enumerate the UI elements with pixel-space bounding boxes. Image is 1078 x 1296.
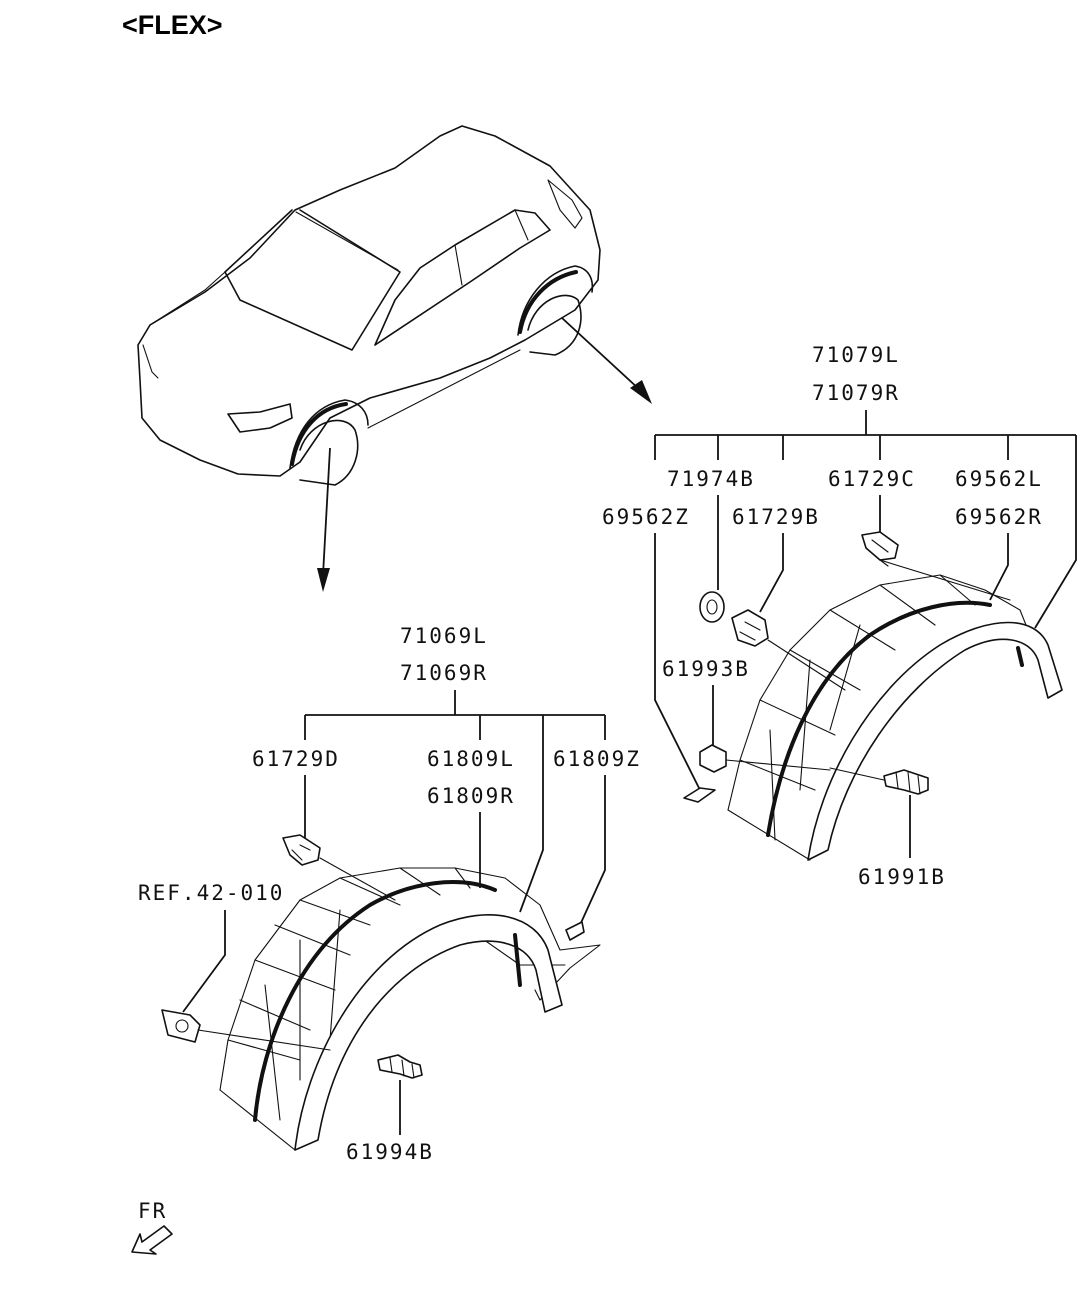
label-71079L: 71079L: [812, 343, 900, 367]
clip-61809Z: [565, 921, 585, 941]
label-61994B: 61994B: [346, 1140, 434, 1164]
label-61729B: 61729B: [732, 505, 820, 529]
front-arrow: [317, 447, 331, 592]
label-71079R: 71079R: [812, 381, 900, 405]
rear-arrow: [561, 317, 652, 404]
label-61809R: 61809R: [427, 784, 515, 808]
label-61991B: 61991B: [858, 865, 946, 889]
fr-label: FR: [138, 1199, 167, 1223]
label-ref-42-010: REF.42-010: [138, 881, 284, 905]
nut-ref-42-010: [161, 1009, 201, 1043]
diagram-title: <FLEX>: [122, 10, 223, 40]
label-61729C: 61729C: [828, 467, 916, 491]
fr-direction-arrow: [131, 1225, 173, 1255]
screw-61991B: [883, 769, 929, 795]
screw-61994B: [377, 1054, 423, 1079]
clip-61729B: [731, 609, 769, 647]
front-bracket: [304, 690, 606, 740]
rear-bracket: [654, 410, 1077, 460]
front-fender-flare: [161, 834, 601, 1151]
rear-fender-flare: [683, 531, 1063, 861]
label-61993B: 61993B: [662, 657, 750, 681]
clip-61729D: [282, 834, 321, 866]
label-71974B: 71974B: [667, 467, 755, 491]
label-71069L: 71069L: [400, 624, 488, 648]
label-71069R: 71069R: [400, 661, 488, 685]
label-69562L: 69562L: [955, 467, 1043, 491]
label-61809Z: 61809Z: [553, 747, 641, 771]
label-61729D: 61729D: [252, 747, 340, 771]
label-69562R: 69562R: [955, 505, 1043, 529]
label-69562Z: 69562Z: [602, 505, 690, 529]
washer-71974B: [699, 591, 725, 623]
label-61809L: 61809L: [427, 747, 515, 771]
nut-61993B: [699, 744, 727, 773]
clip-69562Z: [683, 787, 716, 803]
vehicle-illustration: [137, 125, 601, 486]
